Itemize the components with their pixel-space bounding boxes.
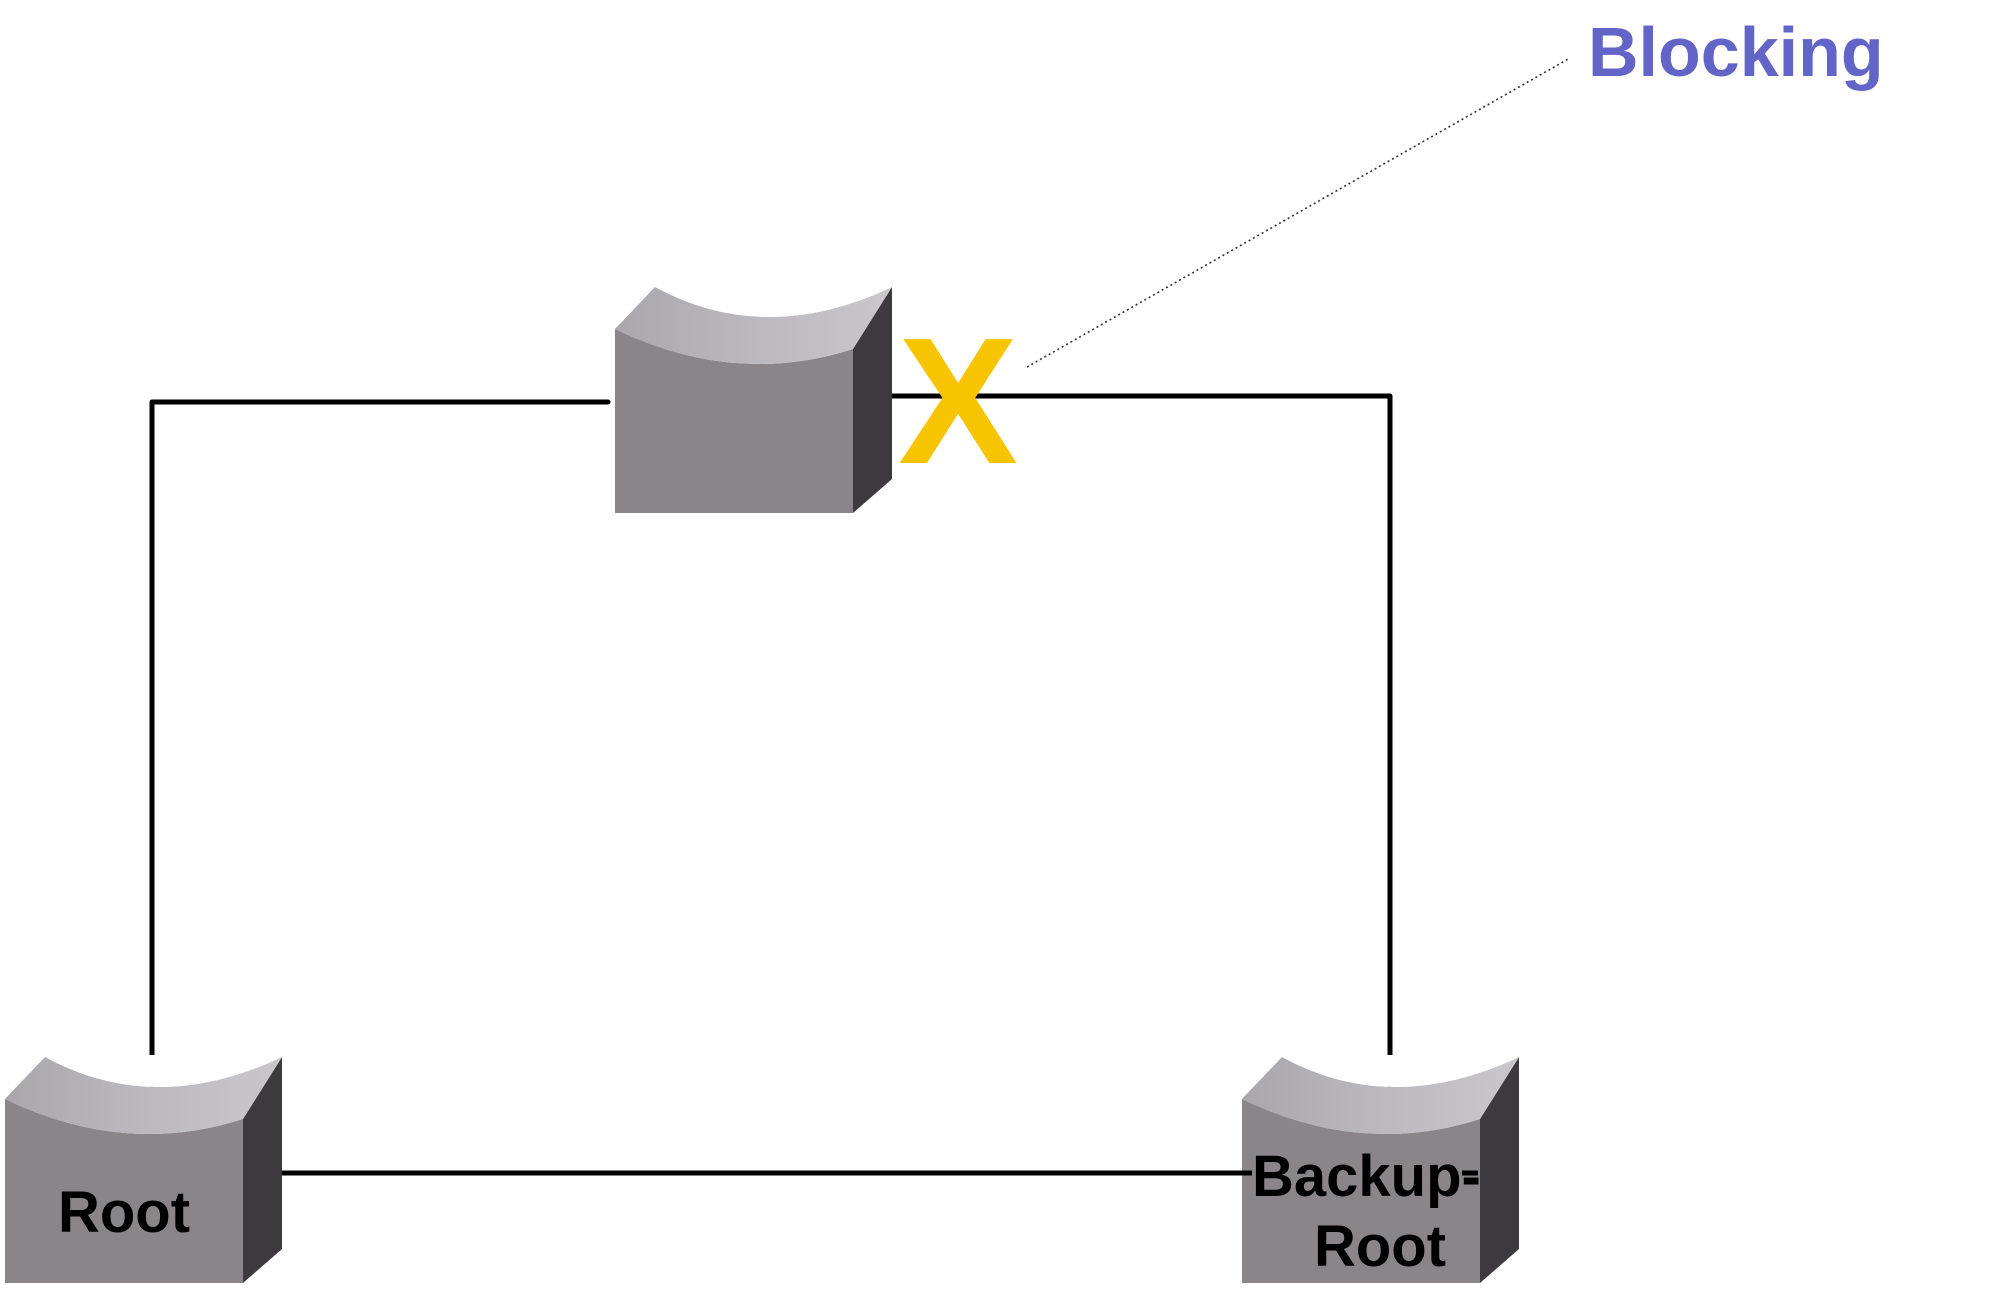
top-switch-icon[interactable] — [615, 285, 892, 513]
link-top-to-backup-root — [889, 393, 1393, 1110]
backup-root-switch-label-line2: Root — [1313, 1214, 1447, 1279]
backup-root-switch-label-line1: Backup- — [1252, 1144, 1481, 1209]
callout-leader-line — [1026, 57, 1571, 368]
blocking-port-marker: X — [898, 301, 1019, 502]
blocking-callout-label: Blocking — [1588, 13, 1884, 91]
root-switch-label: Root — [57, 1180, 191, 1245]
root-switch-icon[interactable] — [5, 1055, 282, 1283]
link-root-to-top — [149, 399, 611, 1105]
